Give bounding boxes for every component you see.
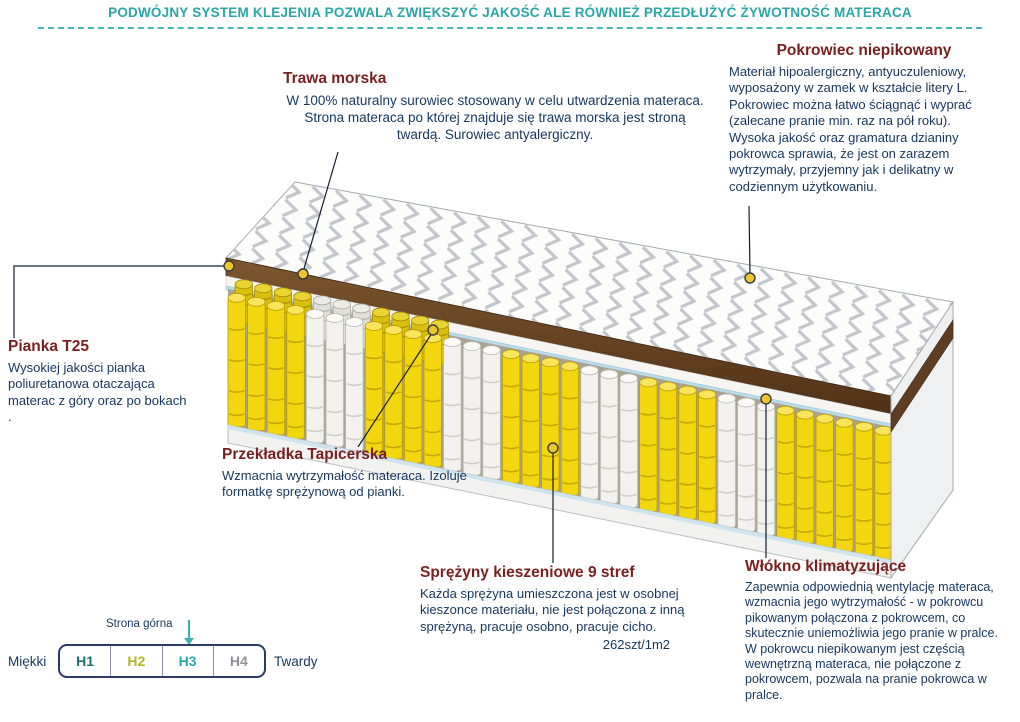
- callout-sprezyny-title: Sprężyny kieszeniowe 9 stref: [420, 564, 635, 581]
- callout-pianka-title: Pianka T25: [8, 338, 89, 355]
- banner-text: PODWÓJNY SYSTEM KLEJENIA POZWALA ZWIĘKSZ…: [108, 5, 912, 20]
- callout-wlokno-title: Włókno klimatyzujące: [745, 558, 907, 575]
- callout-trawa-morska: Trawa morska W 100% naturalny surowiec s…: [283, 70, 707, 143]
- callout-pokrowiec-title: Pokrowiec niepikowany: [776, 42, 952, 59]
- connector-sprezyny-dot: [547, 442, 559, 454]
- arrow-down-icon: [184, 620, 194, 648]
- callout-sprezyny-body: Każda sprężyna umieszczona jest w osobne…: [420, 586, 685, 634]
- callout-trawa-body: W 100% naturalny surowiec stosowany w ce…: [286, 93, 704, 142]
- connector-pokrowiec-dot: [744, 272, 756, 284]
- hardness-level-h1: H1: [60, 646, 112, 676]
- callout-trawa-title: Trawa morska: [283, 70, 387, 87]
- connector-trawa-line: [302, 151, 339, 273]
- callout-przekladka-title: Przekładka Tapicerska: [222, 446, 388, 463]
- callout-przekladka: Przekładka Tapicerska Wzmacnia wytrzymał…: [222, 446, 514, 501]
- soft-label: Miękki: [8, 654, 47, 669]
- connector-pianka-dot: [223, 260, 235, 272]
- connector-pokrowiec-line: [748, 205, 751, 276]
- connector-wlokno-dot: [760, 393, 772, 405]
- pocket-springs: [227, 279, 893, 561]
- callout-przekladka-body: Wzmacnia wytrzymałość materaca. Izoluje …: [222, 468, 467, 500]
- spring-density-value: 262szt/1m2: [602, 637, 670, 653]
- top-side-label: Strona górna: [106, 618, 173, 630]
- connector-trawa-dot: [297, 268, 309, 280]
- mattress-end-face: [890, 300, 954, 580]
- climate-fibre-layer: [228, 425, 891, 564]
- connector-pianka-line: [13, 265, 229, 338]
- connector-przekladka-line: [357, 332, 433, 448]
- callout-connectors: [13, 151, 772, 563]
- connector-przekladka-dot: [427, 324, 439, 336]
- callout-wlokno: Włókno klimatyzujące Zapewnia odpowiedni…: [745, 558, 1003, 703]
- hardness-scale-area: Strona górna Miękki H1 H2 H3 H4 Twardy: [0, 610, 340, 715]
- callout-pokrowiec: Pokrowiec niepikowany Materiał hipoalerg…: [729, 42, 999, 195]
- hardness-level-h3: H3: [163, 646, 214, 676]
- hardness-level-h2: H2: [111, 646, 163, 676]
- callout-wlokno-body: Zapewnia odpowiednią wentylację materaca…: [745, 580, 998, 702]
- callout-sprezyny: Sprężyny kieszeniowe 9 stref Każda spręż…: [420, 564, 716, 652]
- hardness-scale: H1 H2 H3 H4: [58, 644, 266, 678]
- top-banner: PODWÓJNY SYSTEM KLEJENIA POZWALA ZWIĘKSZ…: [38, 5, 982, 29]
- callout-pianka-body: Wysokiej jakości pianka poliuretanowa ot…: [8, 360, 187, 425]
- hardness-level-h4: H4: [229, 653, 248, 669]
- hard-label: Twardy: [274, 654, 318, 669]
- callout-pianka: Pianka T25 Wysokiej jakości pianka poliu…: [8, 338, 190, 426]
- callout-pokrowiec-body: Materiał hipoalergiczny, antyuczuleniowy…: [729, 64, 972, 194]
